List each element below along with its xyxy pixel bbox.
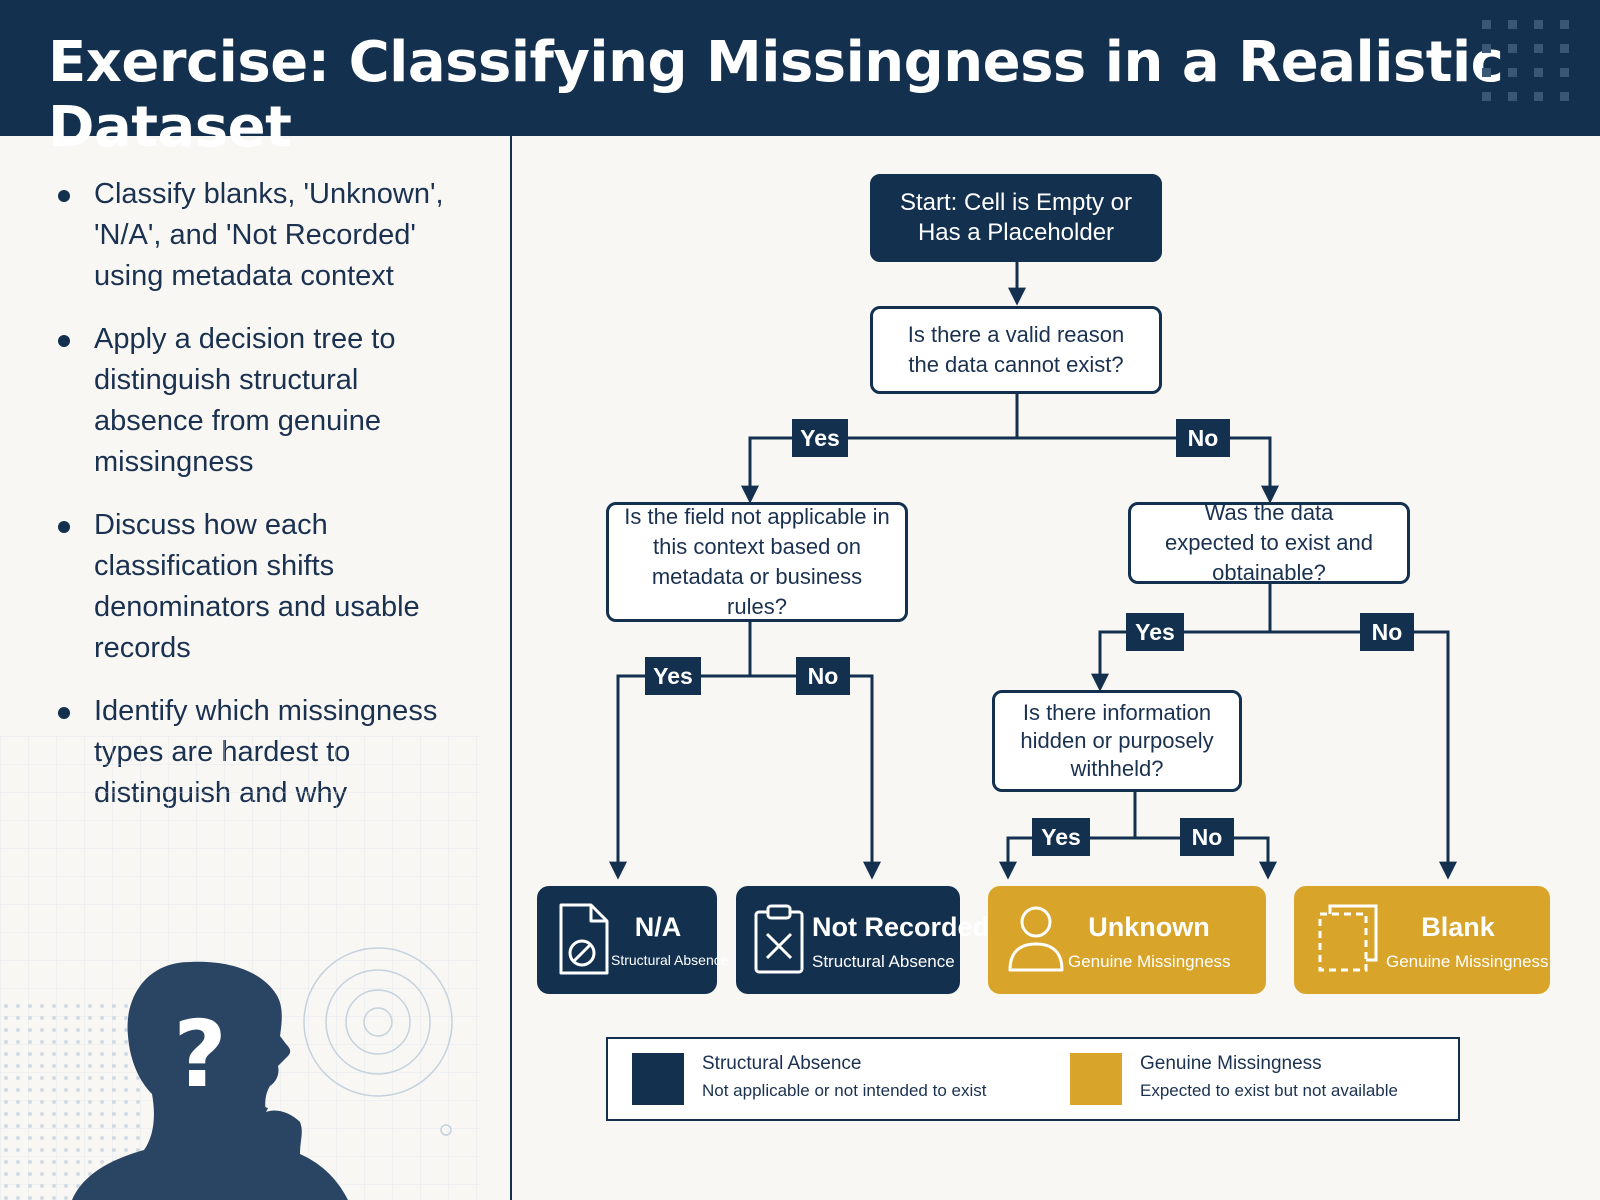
header-bar: Exercise: Classifying Missingness in a R… (0, 0, 1600, 160)
bullet-icon (58, 707, 70, 719)
legend: Structural Absence Not applicable or not… (606, 1037, 1460, 1121)
list-item: Apply a decision tree to distinguish str… (52, 319, 472, 483)
result-not-recorded: Not Recorded Structural Absence (736, 886, 990, 994)
bullet-icon (58, 190, 70, 202)
clipboard-x-icon (754, 904, 804, 974)
no-label: No (1176, 419, 1230, 457)
decision-expected-to-exist: Was the data expected to exist and obtai… (1128, 500, 1410, 585)
legend-desc-structural: Not applicable or not intended to exist (702, 1081, 987, 1100)
person-silhouette (72, 961, 348, 1200)
result-title: Not Recorded (812, 912, 990, 942)
legend-desc-genuine: Expected to exist but not available (1140, 1081, 1398, 1100)
list-item: Discuss how each classification shifts d… (52, 505, 472, 669)
no-label: No (1180, 818, 1234, 856)
bullet-text: Classify blanks, 'Unknown', 'N/A', and '… (94, 178, 444, 292)
result-subtitle: Genuine Missingness (1068, 952, 1231, 971)
bullet-text: Apply a decision tree to distinguish str… (94, 323, 396, 478)
result-subtitle: Structural Absence (611, 952, 729, 968)
legend-swatch-genuine (1070, 1053, 1122, 1105)
yes-label: Yes (1126, 613, 1184, 651)
thinking-person-illustration: ? (0, 736, 480, 1200)
result-title: Blank (1421, 912, 1495, 942)
result-subtitle: Structural Absence (812, 952, 955, 971)
legend-swatch-structural (632, 1053, 684, 1105)
decision-valid-reason: Is there a valid reason the data cannot … (870, 306, 1162, 394)
dashed-square-icon (1318, 904, 1378, 972)
start-node: Start: Cell is Empty or Has a Placeholde… (870, 174, 1162, 262)
result-title: N/A (634, 912, 682, 942)
bullet-icon (58, 335, 70, 347)
legend-title-genuine: Genuine Missingness (1140, 1053, 1322, 1074)
result-unknown: Unknown Genuine Missingness (988, 886, 1266, 994)
result-title: Unknown (1088, 912, 1210, 942)
page-title: Exercise: Classifying Missingness in a R… (48, 30, 1504, 160)
bullet-icon (58, 521, 70, 533)
legend-title-structural: Structural Absence (702, 1053, 862, 1074)
yes-label: Yes (1032, 818, 1090, 856)
list-item: Classify blanks, 'Unknown', 'N/A', and '… (52, 174, 472, 297)
left-panel: Classify blanks, 'Unknown', 'N/A', and '… (0, 136, 510, 1200)
result-blank: Blank Genuine Missingness (1294, 886, 1550, 994)
connector-lines (609, 262, 1457, 880)
decorative-dot-grid (1482, 20, 1569, 101)
result-na: N/A Structural Absence (537, 886, 729, 994)
no-label: No (796, 657, 850, 695)
objectives-list: Classify blanks, 'Unknown', 'N/A', and '… (52, 174, 472, 836)
question-mark-icon: ? (173, 1001, 226, 1108)
concentric-circles-decoration (303, 947, 453, 1097)
decision-not-applicable: Is the field not applicable in this cont… (606, 502, 908, 622)
no-label: No (1360, 613, 1414, 651)
yes-label: Yes (792, 419, 848, 457)
document-prohibited-icon (559, 903, 609, 975)
decision-hidden-withheld: Is there information hidden or purposely… (992, 690, 1242, 792)
panel-divider (510, 136, 512, 1200)
result-subtitle: Genuine Missingness (1386, 952, 1549, 971)
yes-label: Yes (645, 657, 701, 695)
person-icon (1008, 906, 1064, 972)
bullet-text: Discuss how each classification shifts d… (94, 509, 420, 664)
